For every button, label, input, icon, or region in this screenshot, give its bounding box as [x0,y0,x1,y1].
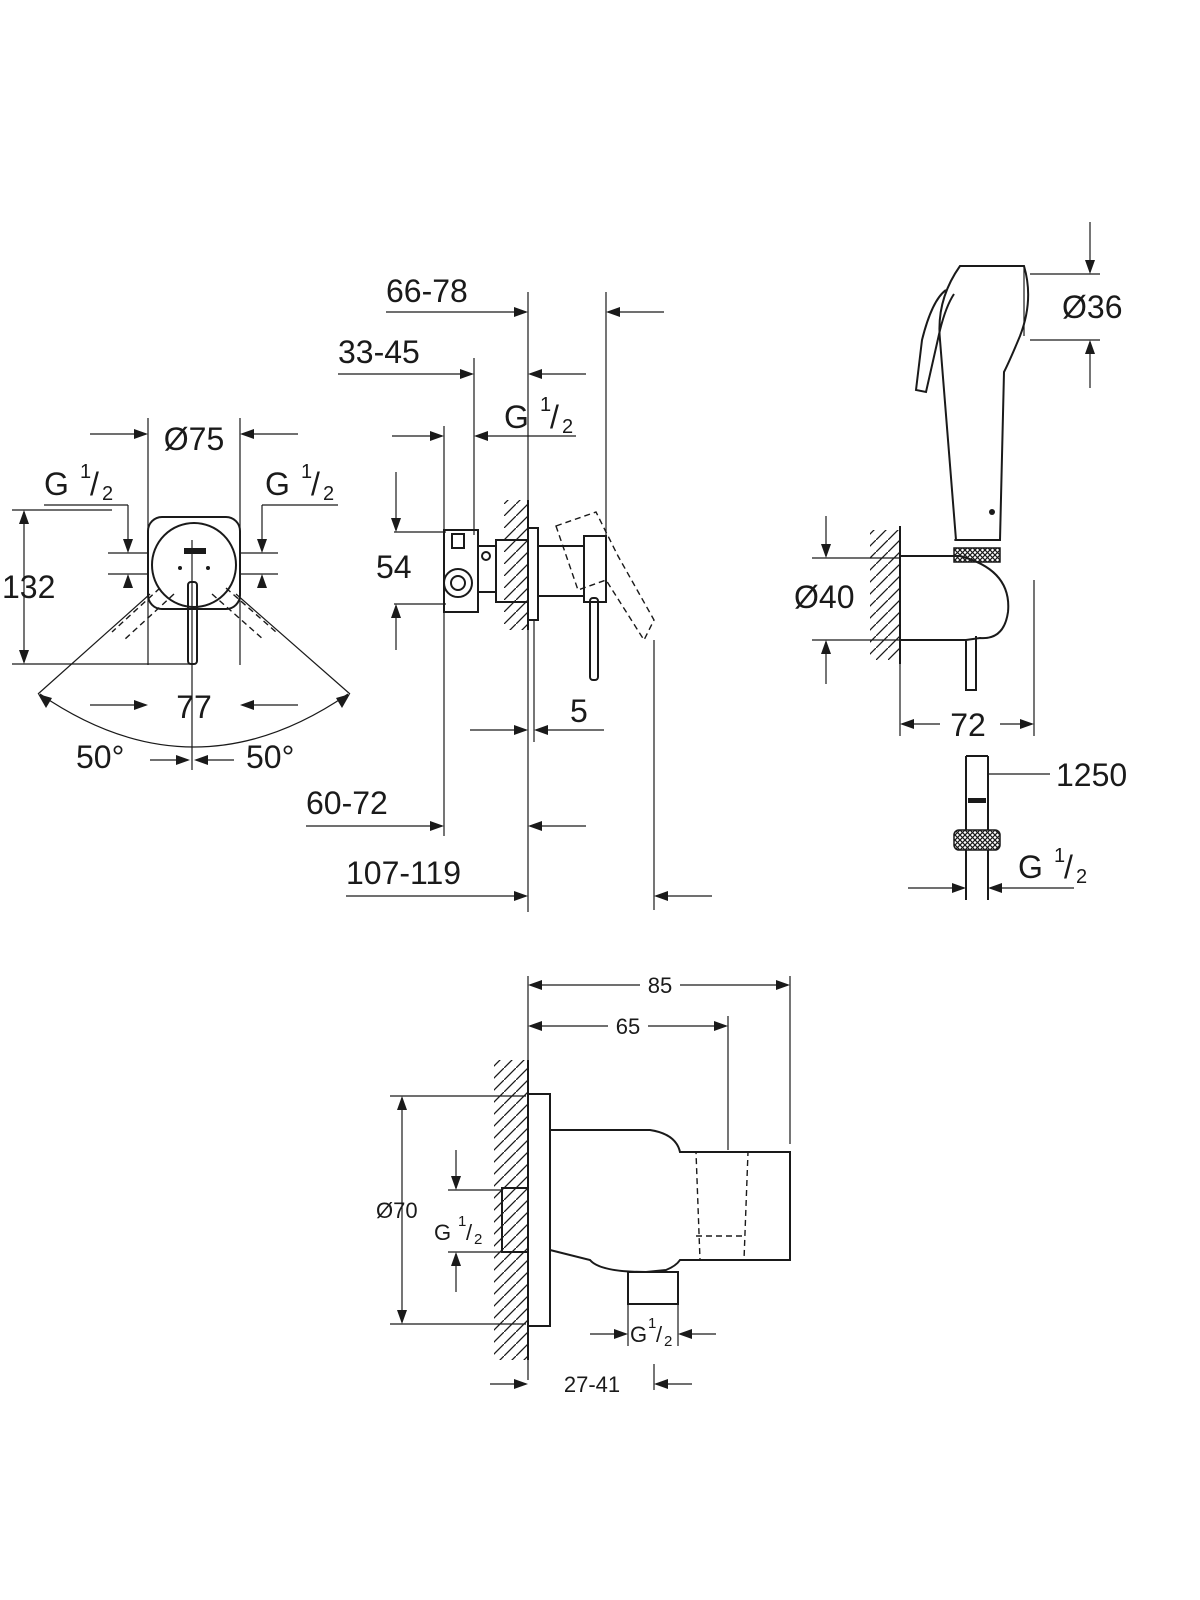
shower-head-diameter-label: Ø36 [1062,289,1122,325]
front-thread-right-slash: / [311,466,320,502]
wall-outlet-view: 85 65 Ø70 G 1 [376,973,791,1397]
hose-thread-num: 1 [1054,845,1065,867]
brand-logo-mark [184,548,206,554]
outlet-outlet-thread-den: 2 [664,1333,672,1350]
side-dim-second-label: 33-45 [338,334,420,370]
hose-thread-label: G [1018,849,1043,885]
outlet-inlet-thread-label: G [434,1220,451,1245]
hose-thread-den: 2 [1076,866,1087,888]
side-offset-label: 5 [570,693,588,729]
outlet-inlet-thread-num: 1 [458,1213,466,1230]
shower-depth-label: 72 [950,707,986,743]
front-thread-right-den: 2 [323,483,334,505]
outlet-diameter-label: Ø70 [376,1198,418,1223]
hose-length-label: 1250 [1056,757,1127,793]
front-diameter-label: Ø75 [164,421,224,457]
front-angle-left-label: 50° [76,739,124,775]
front-thread-left-num: 1 [80,461,91,483]
side-dim-top-label: 66-78 [386,273,468,309]
front-thread-left-den: 2 [102,483,113,505]
outlet-overall-label: 85 [648,973,672,998]
side-thread-num: 1 [540,394,551,416]
side-dim-bottom-label: 107-119 [346,855,461,891]
front-view: Ø75 G 1 / 2 G 1 / 2 [2,418,351,775]
outlet-outlet-thread-slash: / [656,1322,663,1347]
side-view: 66-78 33-45 G 1 / 2 54 [306,273,712,912]
hand-shower-view: Ø36 Ø40 72 1250 G 1 / 2 [794,222,1127,900]
side-dim-lower-label: 60-72 [306,785,388,821]
front-width-label: 77 [176,689,212,725]
holder-diameter-label: Ø40 [794,579,854,615]
side-thread-den: 2 [562,416,573,438]
side-thread-slash: / [550,399,559,435]
outlet-recess-label: 27-41 [564,1372,620,1397]
front-thread-left-label: G [44,466,69,502]
outlet-outlet-thread-num: 1 [648,1315,656,1332]
front-angle-right-label: 50° [246,739,294,775]
front-thread-right-label: G [265,466,290,502]
front-thread-right-num: 1 [301,461,312,483]
side-height-label: 54 [376,549,412,585]
outlet-inlet-thread-slash: / [466,1220,473,1245]
outlet-inlet-thread-den: 2 [474,1231,482,1248]
outlet-outlet-thread-label: G [630,1322,647,1347]
outlet-inner-label: 65 [616,1014,640,1039]
side-thread-label: G [504,399,529,435]
front-thread-left-slash: / [90,466,99,502]
hose-thread-slash: / [1064,849,1073,885]
front-height-label: 132 [2,569,55,605]
